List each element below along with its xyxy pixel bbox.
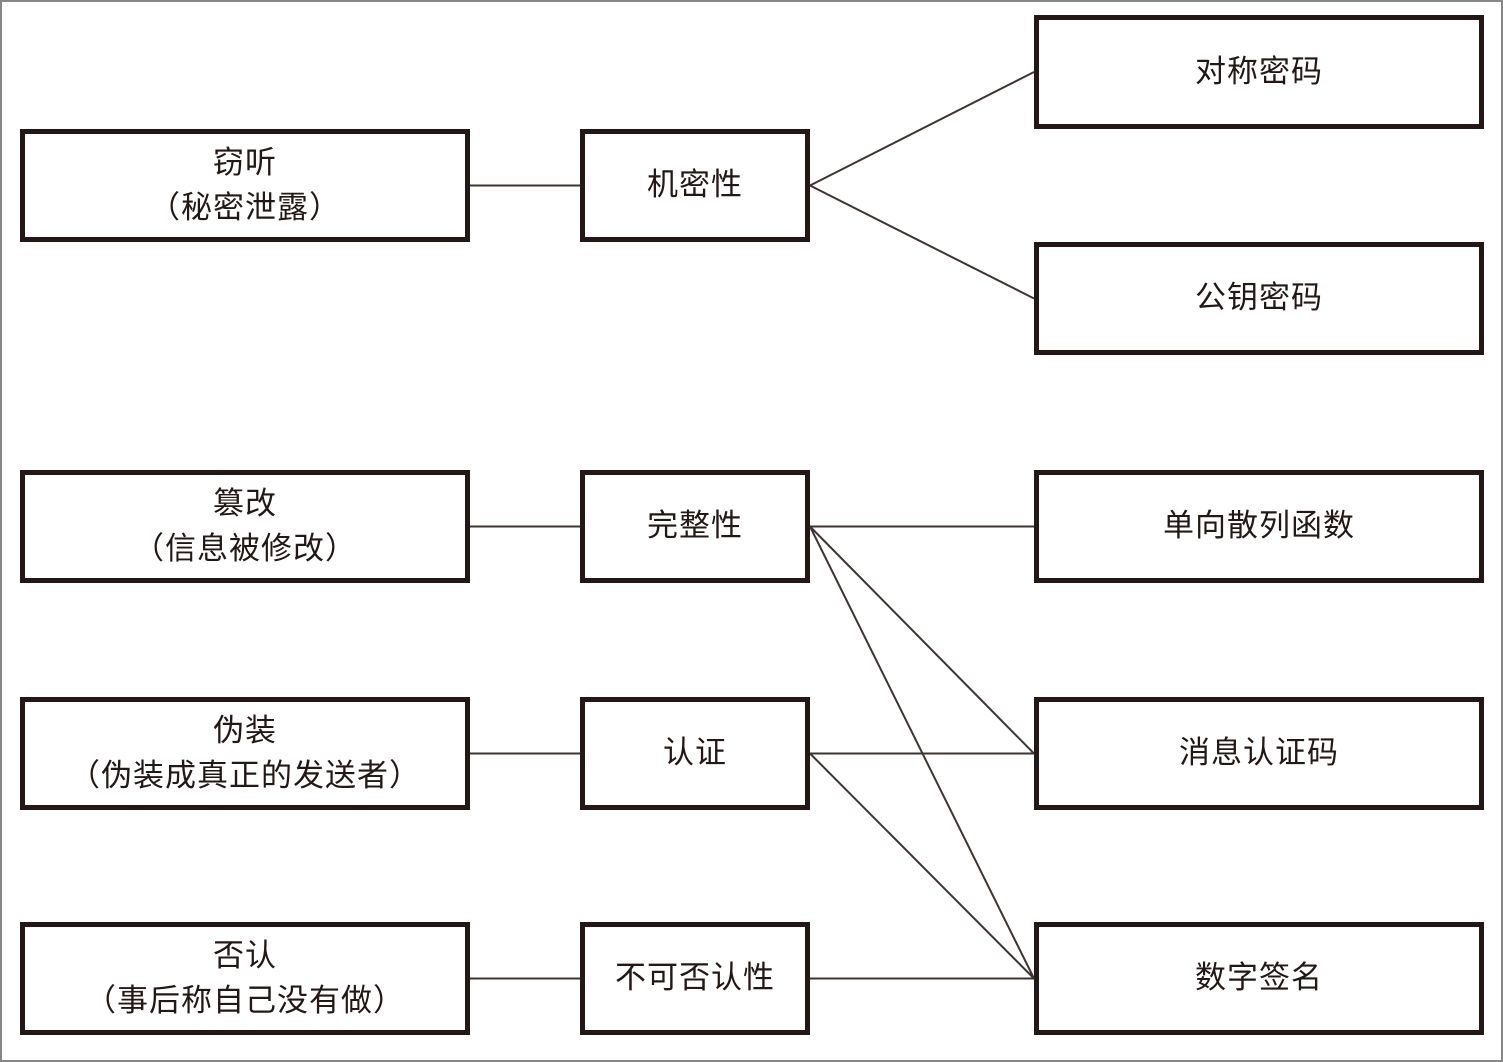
node-subtitle: （事后称自己没有做）	[85, 982, 405, 1018]
node-technique-symmetric-cipher: 对称密码	[1034, 15, 1484, 129]
node-property-authentication: 认证	[580, 697, 810, 810]
connector-confidentiality-to-publickey	[809, 184, 1035, 300]
node-title: 篡改	[213, 485, 277, 521]
node-label: 机密性	[647, 167, 743, 203]
connector-confidentiality-to-symmetric	[809, 71, 1035, 187]
node-title: 窃听	[213, 144, 277, 180]
connector-integrity-to-mac	[809, 525, 1035, 755]
connector-integrity-to-signature	[809, 526, 1035, 979]
node-label: 消息认证码	[1179, 735, 1339, 771]
node-threat-repudiation: 否认 （事后称自己没有做）	[20, 922, 470, 1035]
node-technique-digital-signature: 数字签名	[1034, 922, 1484, 1035]
node-title: 伪装	[213, 712, 277, 748]
node-title: 否认	[213, 937, 277, 973]
node-property-integrity: 完整性	[580, 470, 810, 583]
node-technique-public-key-cipher: 公钥密码	[1034, 242, 1484, 355]
node-subtitle: （秘密泄露）	[149, 189, 341, 225]
node-label: 不可否认性	[615, 960, 775, 996]
node-property-nonrepudiation: 不可否认性	[580, 922, 810, 1035]
node-label: 对称密码	[1195, 53, 1323, 89]
node-label: 公钥密码	[1195, 280, 1323, 316]
node-threat-eavesdropping: 窃听 （秘密泄露）	[20, 129, 470, 242]
node-label: 完整性	[647, 508, 743, 544]
node-label: 数字签名	[1195, 960, 1323, 996]
node-threat-spoofing: 伪装 （伪装成真正的发送者）	[20, 697, 470, 810]
connector-authentication-to-signature	[809, 752, 1035, 980]
node-label: 认证	[663, 735, 727, 771]
node-technique-one-way-hash: 单向散列函数	[1034, 470, 1484, 583]
node-subtitle: （信息被修改）	[133, 530, 357, 566]
node-threat-tampering: 篡改 （信息被修改）	[20, 470, 470, 583]
node-subtitle: （伪装成真正的发送者）	[69, 757, 421, 793]
node-label: 单向散列函数	[1163, 508, 1355, 544]
node-technique-message-auth-code: 消息认证码	[1034, 697, 1484, 810]
node-property-confidentiality: 机密性	[580, 129, 810, 242]
